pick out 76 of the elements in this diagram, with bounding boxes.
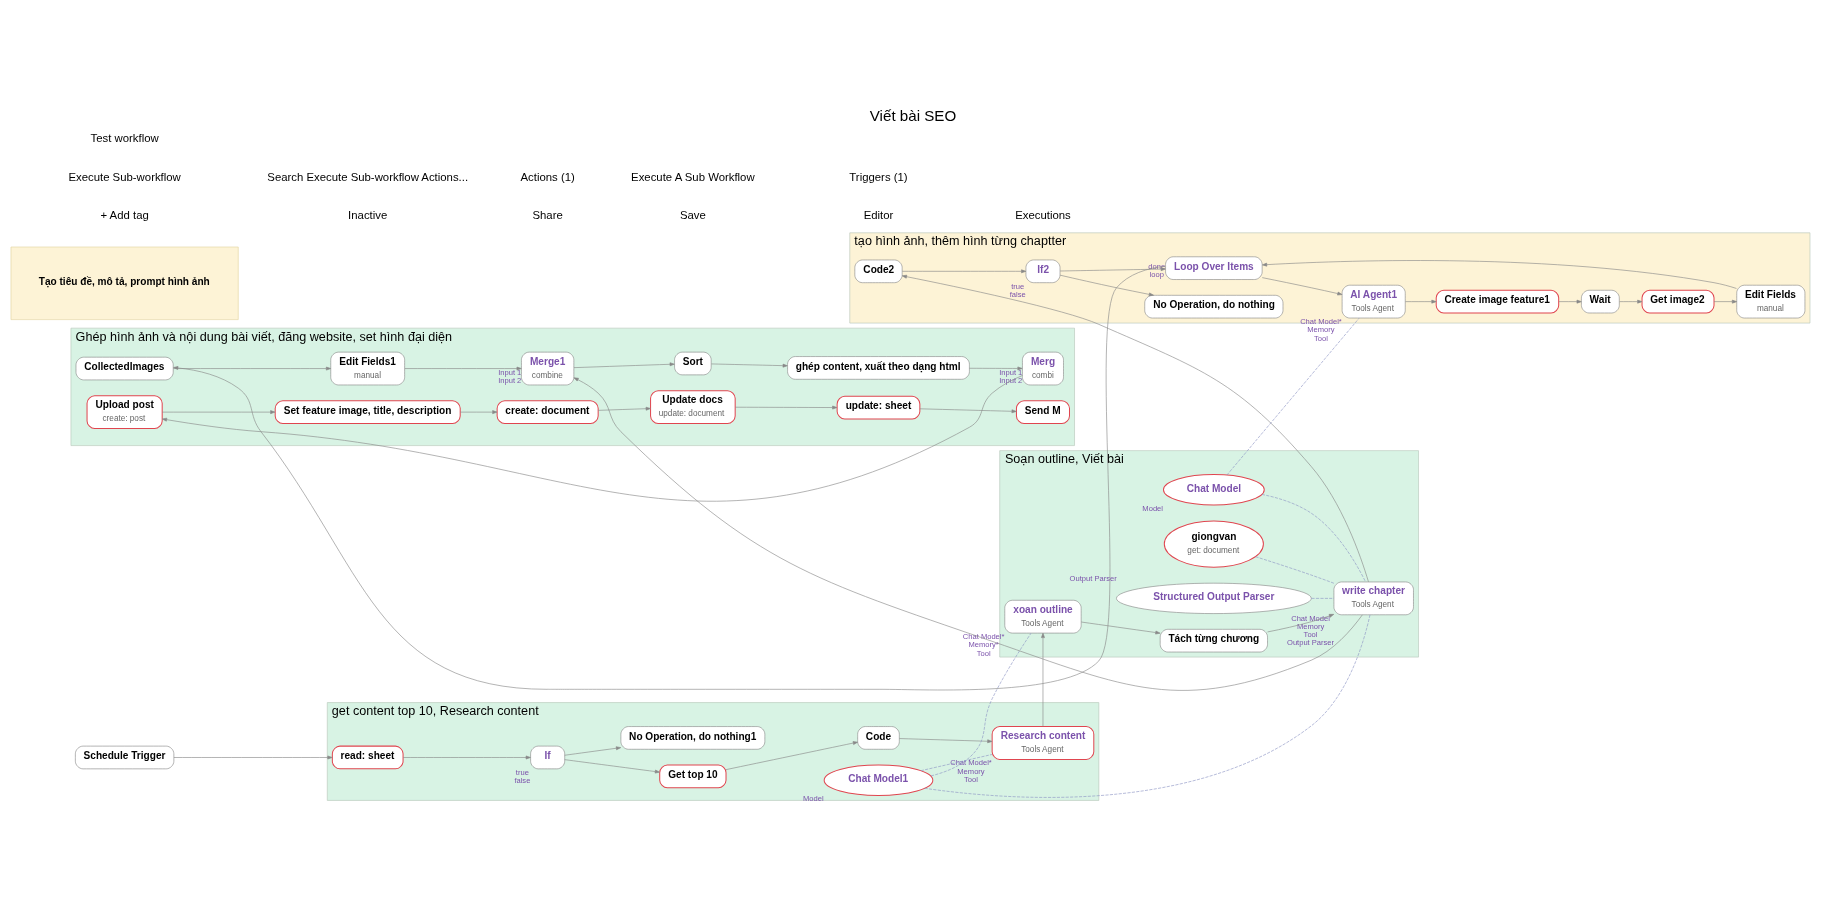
arrow	[161, 374, 1023, 501]
arrow	[899, 737, 993, 743]
label: Editor	[863, 208, 894, 221]
node-box: Schedule Trigger	[75, 745, 175, 769]
arrow	[173, 265, 1166, 690]
label: Share	[532, 208, 563, 221]
node-box: No Operation, do nothing1	[620, 725, 766, 750]
connector	[924, 614, 1371, 798]
arrow	[969, 366, 1023, 370]
arrow	[173, 366, 332, 370]
node-box: Wait	[1581, 289, 1620, 313]
label: Save	[679, 208, 706, 221]
arrow	[404, 366, 522, 370]
arrow	[1261, 276, 1343, 295]
arrow	[901, 274, 1369, 582]
arrow	[919, 408, 1017, 413]
node-box: If2	[1025, 259, 1061, 283]
arrow	[725, 740, 858, 770]
connector	[920, 753, 993, 771]
node-box: Tách từng chương	[1159, 628, 1268, 652]
arrow	[573, 361, 675, 368]
arrow	[564, 745, 622, 756]
node-box: If	[530, 745, 565, 769]
label: Execute A Sub Workflow	[631, 170, 755, 183]
arrow	[1080, 621, 1161, 634]
connector	[1311, 597, 1335, 599]
label: Test workflow	[90, 131, 159, 144]
node-box: Get image2	[1641, 289, 1715, 313]
arrow	[1619, 299, 1643, 303]
arrow	[459, 409, 498, 414]
arrow	[161, 409, 276, 414]
node-box: update: sheet	[836, 395, 921, 420]
arrow	[1713, 299, 1738, 303]
node-box: CollectedImages	[75, 356, 174, 380]
node-box: Create image feature1	[1435, 289, 1560, 313]
diagram-title: Viết bài SEO	[869, 106, 957, 124]
node-box: ghép content, xuất theo dạng html	[787, 355, 970, 380]
arrow	[735, 405, 838, 409]
node-box: Code2	[854, 259, 903, 283]
label: Actions (1)	[520, 170, 575, 183]
label: Triggers (1)	[849, 170, 908, 183]
node-box: Sort	[674, 351, 712, 375]
arrow	[711, 363, 788, 367]
node-box: Get top 10	[659, 764, 727, 788]
arrow	[573, 376, 1363, 691]
node-box: Send M	[1015, 399, 1070, 424]
arrow	[1405, 299, 1437, 303]
label: Execute Sub-workflow	[68, 170, 181, 183]
arrow	[1267, 613, 1335, 632]
arrow	[402, 755, 531, 759]
label: Executions	[1015, 208, 1071, 221]
node-box: Loop Over Items	[1165, 256, 1263, 280]
connector	[1255, 555, 1335, 584]
arrow	[902, 268, 1027, 273]
node-box: Code	[857, 725, 900, 750]
arrow	[1041, 632, 1045, 727]
node-ellipse: Chat Model1	[823, 764, 934, 796]
node-box: create: document	[496, 399, 599, 424]
label: Inactive	[348, 208, 388, 221]
connector	[930, 632, 1032, 776]
node-box: read: sheet	[331, 745, 404, 769]
connector	[1226, 317, 1360, 475]
arrow	[1059, 274, 1154, 296]
arrow	[1059, 266, 1166, 271]
connector	[1261, 493, 1366, 582]
label: Search Execute Sub-workflow Actions...	[267, 170, 469, 183]
node-box: Tạo tiêu đề, mô tả, prompt hình ảnh	[10, 246, 239, 320]
label: + Add tag	[100, 208, 149, 221]
arrow	[173, 755, 333, 759]
arrow	[564, 758, 660, 773]
arrow	[1262, 259, 1737, 289]
node-ellipse: Chat Model	[1162, 473, 1265, 505]
node-ellipse: Structured Output Parser	[1116, 582, 1312, 614]
node-box: Set feature image, title, description	[274, 399, 461, 424]
arrow	[597, 406, 651, 411]
arrow	[1558, 299, 1582, 303]
